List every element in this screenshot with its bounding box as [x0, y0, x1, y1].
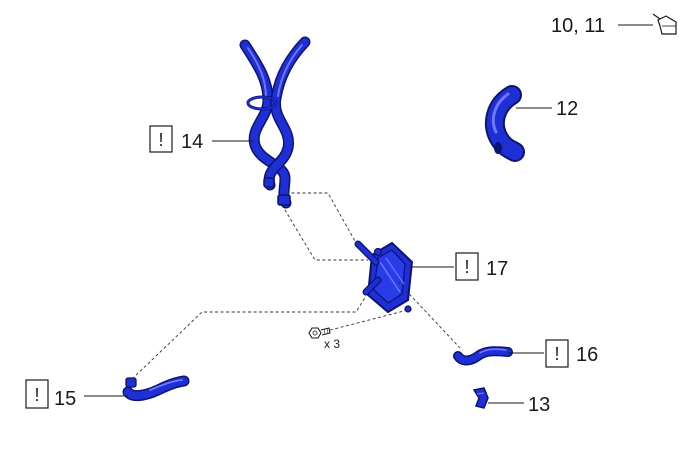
- warning-symbol-17: !: [464, 257, 469, 277]
- clip-13-part: [472, 387, 489, 409]
- warning-symbol-15: !: [34, 385, 39, 405]
- warning-box-icon: !: [545, 339, 569, 368]
- bolt-icon: [308, 327, 331, 339]
- callout-17: 17: [486, 258, 508, 280]
- callout-13: 13: [528, 394, 550, 416]
- sealant-tube-icon: [652, 13, 677, 35]
- warning-symbol-14: !: [158, 130, 163, 150]
- callout-14: 14: [181, 131, 203, 153]
- warning-box-icon: !: [455, 252, 479, 281]
- hose-15-part: [122, 375, 190, 402]
- callout-15: 15: [54, 388, 76, 410]
- callout-12: 12: [556, 98, 578, 120]
- hose-16-part: [453, 346, 513, 366]
- oil-cooler-17-part: [354, 240, 414, 314]
- hose-14-part: [239, 36, 311, 209]
- warning-box-icon: !: [149, 125, 173, 153]
- assembly-dashed-lines: [131, 192, 461, 380]
- bolt-quantity-label: x 3: [324, 337, 340, 351]
- warning-box-icon: !: [25, 379, 49, 409]
- callout-10-11: 10, 11: [551, 15, 605, 37]
- hose-12-part: [484, 85, 525, 162]
- callout-16: 16: [576, 344, 598, 366]
- warning-symbol-16: !: [554, 344, 559, 364]
